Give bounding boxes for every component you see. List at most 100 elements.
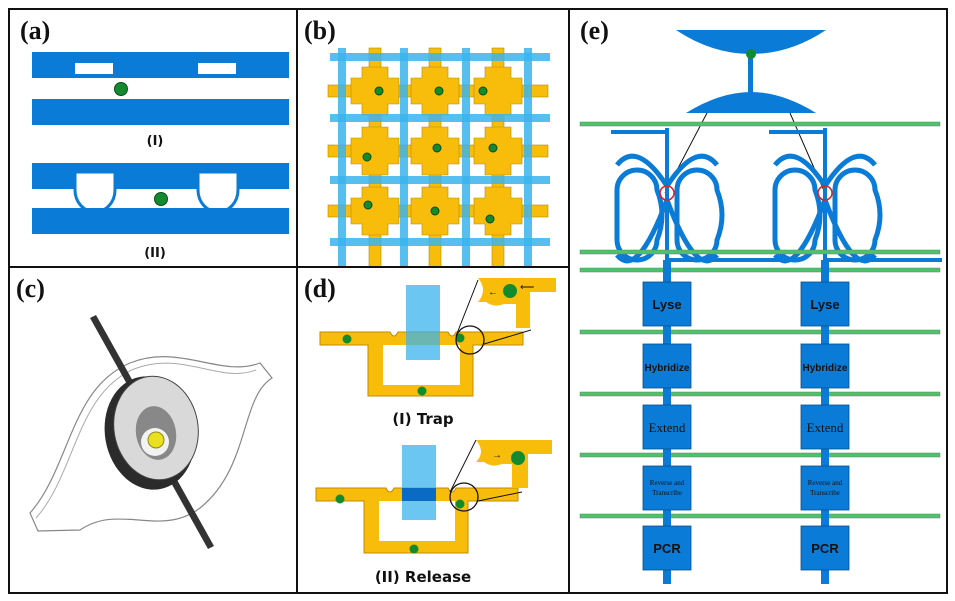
bypass-cell [409, 544, 419, 554]
flow-arrows: ← [488, 287, 498, 298]
caption-trap: (I) Trap [392, 410, 454, 428]
control-row-line [330, 238, 550, 246]
cell [374, 86, 384, 96]
deflected-valve-left [73, 170, 117, 214]
cell [488, 143, 498, 153]
zoom-line [483, 329, 532, 345]
valve-control-line [579, 329, 941, 335]
control-row-line [330, 53, 550, 61]
panel-a-label: (a) [20, 16, 51, 45]
step-chamber [800, 404, 850, 450]
caption-release: (II) Release [374, 568, 472, 586]
inlet-channel [611, 130, 667, 134]
zoom-line [449, 439, 477, 493]
step-label-line: Transcribe [810, 489, 840, 497]
panel-a: (a) (I) (II) [8, 8, 298, 268]
panel-b-label: (b) [304, 16, 336, 45]
step-label-line: Reverse and [650, 479, 685, 487]
step-label-pcr: PCR [653, 541, 681, 556]
step-chamber [642, 281, 692, 327]
step-chamber [800, 343, 850, 389]
step-chamber [642, 404, 692, 450]
inlet-bar [90, 315, 134, 386]
valve-control-line [579, 121, 941, 127]
cell [478, 86, 488, 96]
valve-control-line [406, 285, 440, 360]
zoom-inset [478, 278, 556, 328]
valve-control-line [579, 452, 941, 458]
caption-ii: (II) [144, 246, 166, 261]
top-channel-wall [32, 52, 289, 78]
bottom-channel-wall-ii [32, 208, 289, 234]
panel-b-diagram [327, 47, 550, 269]
control-col-line [524, 48, 532, 268]
panel-c-diagram [29, 315, 273, 549]
trunk-channel [665, 128, 669, 263]
step-label-lyse: Lyse [810, 297, 839, 312]
trapped-cell [147, 431, 165, 449]
mixer-loop [614, 167, 665, 263]
trapped-cell [746, 49, 756, 59]
trap-state: ⟵ ← [319, 278, 556, 397]
step-label-hybridize: Hybridize [644, 363, 689, 374]
inset-cell [511, 451, 525, 465]
valve-control-line [402, 445, 436, 520]
trap-highlight [817, 185, 833, 201]
zoom-inset [476, 440, 552, 488]
flow-arrows: → [492, 450, 502, 461]
outlet-bar [170, 478, 214, 549]
step-chamber [642, 525, 692, 571]
step-chamber [800, 281, 850, 327]
control-row-line [330, 176, 550, 184]
zoom-circle [455, 325, 485, 355]
step-label-line: Reverse and [808, 479, 843, 487]
valve-control-line [579, 267, 941, 273]
mixer-loop [832, 167, 883, 263]
panel-d-diagram: ⟵ ← → [315, 278, 556, 554]
cell [335, 494, 345, 504]
trap-chamber [350, 186, 400, 236]
panel-a-diagram [32, 52, 289, 234]
panel-e-label: (e) [580, 16, 609, 45]
step-label-lyse: Lyse [652, 297, 681, 312]
trap-highlight [659, 185, 675, 201]
released-cell [455, 499, 465, 509]
cell [485, 214, 495, 224]
serpentine-mixer [611, 128, 799, 264]
panel-c-label: (c) [16, 274, 45, 303]
cell [434, 86, 444, 96]
trap-chamber [473, 186, 523, 236]
outlet-channel [827, 258, 942, 262]
release-state: → [315, 439, 552, 554]
outer-chamber-outline [29, 356, 273, 532]
trap-chamber [473, 126, 523, 176]
cell [432, 143, 442, 153]
step-chamber [800, 525, 850, 571]
step-chamber [800, 465, 850, 511]
valve-control-line [579, 513, 941, 519]
panel-c: (c) [8, 266, 298, 594]
zoom-circle [449, 482, 479, 512]
closed-valve [402, 488, 436, 501]
magnified-trap-bottom [686, 92, 816, 113]
zoom-line [477, 491, 523, 502]
step-label-extend: Extend [649, 420, 686, 435]
mixer-loop [674, 167, 725, 263]
magnified-trap-stem [748, 52, 753, 110]
cell-ii [154, 192, 168, 206]
bottom-channel-wall [32, 99, 289, 125]
cell [430, 206, 440, 216]
mixer-loop [772, 167, 823, 263]
valve-control-line [579, 391, 941, 397]
step-label-line: Transcribe [652, 489, 682, 497]
cell [362, 152, 372, 162]
panel-d: (d) ⟵ ← [296, 266, 570, 594]
step-label-pcr: PCR [811, 541, 839, 556]
zoom-line [455, 279, 479, 337]
cell [114, 82, 128, 96]
control-col-line [400, 48, 408, 268]
valve-opening-right [198, 63, 236, 74]
